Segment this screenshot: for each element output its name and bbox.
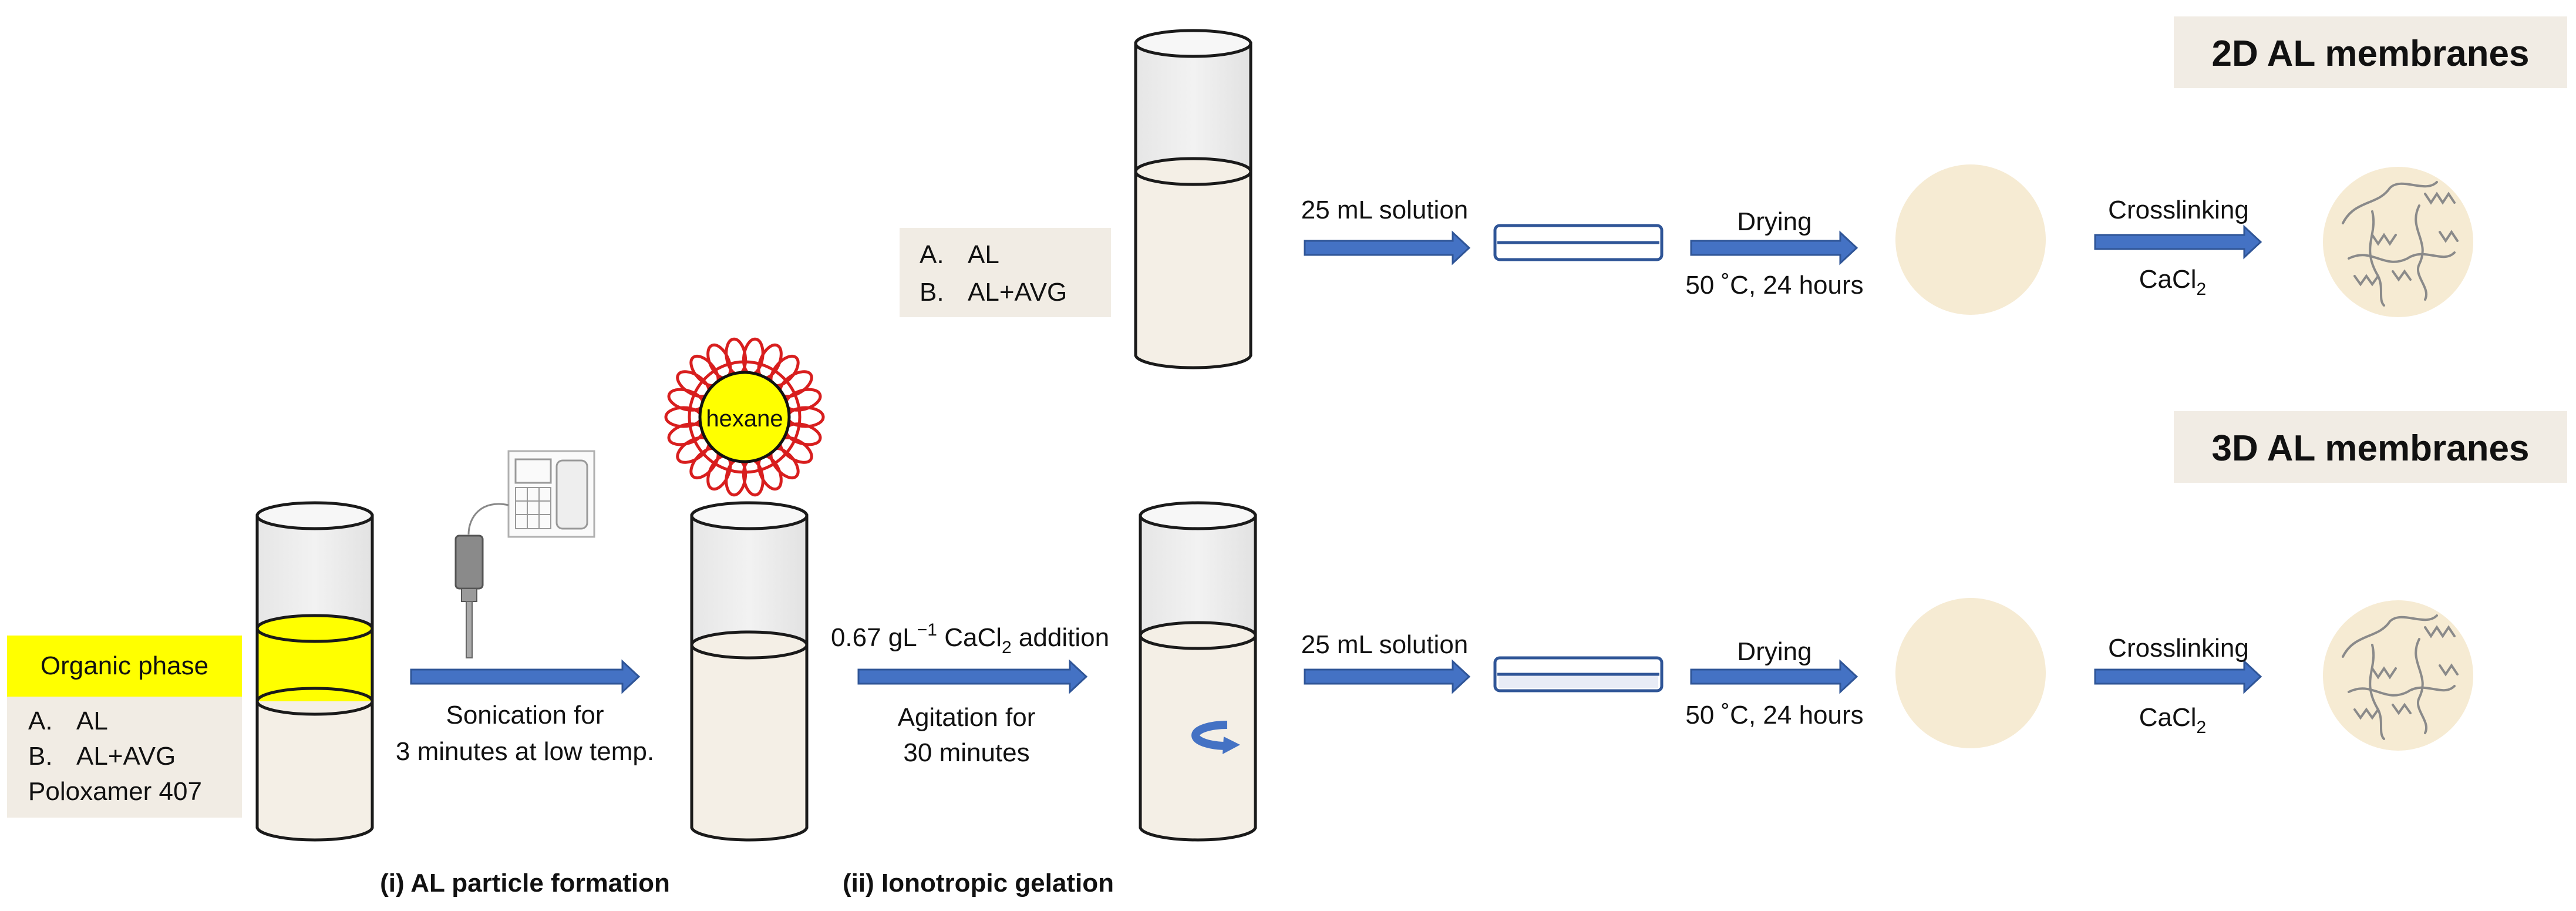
petri-dish-bottom [1493, 656, 1664, 693]
list-marker-b: B. [920, 278, 944, 307]
membrane-crosslinked-top [2323, 167, 2473, 317]
title-3d-badge: 3D AL membranes [2174, 411, 2567, 483]
arrow-solution-top [1304, 230, 1471, 265]
arrow-drying-top [1690, 230, 1858, 265]
membrane-dried-top [1895, 164, 2046, 315]
title-2d: 2D AL membranes [2212, 33, 2530, 74]
organic-phase-group: Organic phase A. AL B. AL+AVG Poloxamer … [7, 636, 242, 818]
sonicator-icon [454, 450, 595, 658]
gelation-line3: 30 minutes [903, 738, 1029, 767]
petri-dish-top [1493, 224, 1664, 261]
solution-label-bottom: 25 mL solution [1301, 630, 1469, 659]
drying-cond-top: 50 ˚C, 24 hours [1685, 271, 1863, 300]
list-item-al: AL [968, 240, 999, 269]
organic-phase-label: Organic phase [41, 651, 208, 680]
organic-phase-list-box [7, 697, 242, 818]
sonication-line1: Sonication for [446, 701, 604, 730]
title-2d-badge: 2D AL membranes [2174, 16, 2567, 88]
arrow-gelation [857, 659, 1088, 694]
arrows [410, 224, 2262, 694]
gelation-line2: Agitation for [898, 703, 1036, 732]
arrow-drying-bottom [1690, 659, 1858, 694]
cacl2-label-bottom: CaCl2 [2139, 703, 2206, 737]
list-item-poloxamer: Poloxamer 407 [28, 777, 202, 806]
cylinder-organic [255, 501, 374, 842]
cacl2-label-top: CaCl2 [2139, 265, 2206, 299]
drying-cond-bottom: 50 ˚C, 24 hours [1685, 701, 1863, 730]
membrane-crosslinked-bottom [2323, 600, 2473, 751]
crosslinking-label-bottom: Crosslinking [2108, 634, 2249, 663]
hexane-micelle-icon: hexane [664, 337, 825, 497]
surfactant-ring [688, 360, 802, 474]
top-composition-box: A. AL B. AL+AVG [900, 228, 1111, 317]
list-marker-b: B. [28, 742, 53, 771]
crosslinking-label-top: Crosslinking [2108, 196, 2249, 224]
stage-1-label: (i) AL particle formation [380, 869, 670, 897]
cylinder-sonicated [690, 501, 809, 842]
arrow-crosslink-top [2094, 224, 2262, 260]
stage-2-label: (ii) Ionotropic gelation [843, 869, 1114, 897]
list-marker-a: A. [28, 707, 53, 735]
gelation-line1: 0.67 gL−1 CaCl2 addition [831, 620, 1109, 657]
solution-label-top: 25 mL solution [1301, 196, 1469, 224]
arrow-crosslink-bottom [2094, 659, 2262, 694]
list-marker-a: A. [920, 240, 944, 269]
arrow-solution-bottom [1304, 659, 1471, 694]
membrane-dried-bottom [1895, 598, 2046, 748]
arrow-sonication [410, 659, 641, 694]
organic-phase-highlight [7, 636, 242, 697]
list-item-al: AL [76, 707, 108, 735]
drying-label-bottom: Drying [1737, 637, 1811, 666]
title-3d: 3D AL membranes [2212, 428, 2530, 469]
rotation-arrow-icon [1191, 721, 1240, 754]
sonication-line2: 3 minutes at low temp. [396, 737, 654, 766]
list-item-al-avg: AL+AVG [968, 278, 1067, 307]
list-item-al-avg: AL+AVG [76, 742, 176, 771]
hexane-label: hexane [706, 406, 783, 432]
cylinder-gelation [1139, 501, 1257, 842]
drying-label-top: Drying [1737, 207, 1811, 236]
cylinder-2d [1134, 29, 1252, 369]
